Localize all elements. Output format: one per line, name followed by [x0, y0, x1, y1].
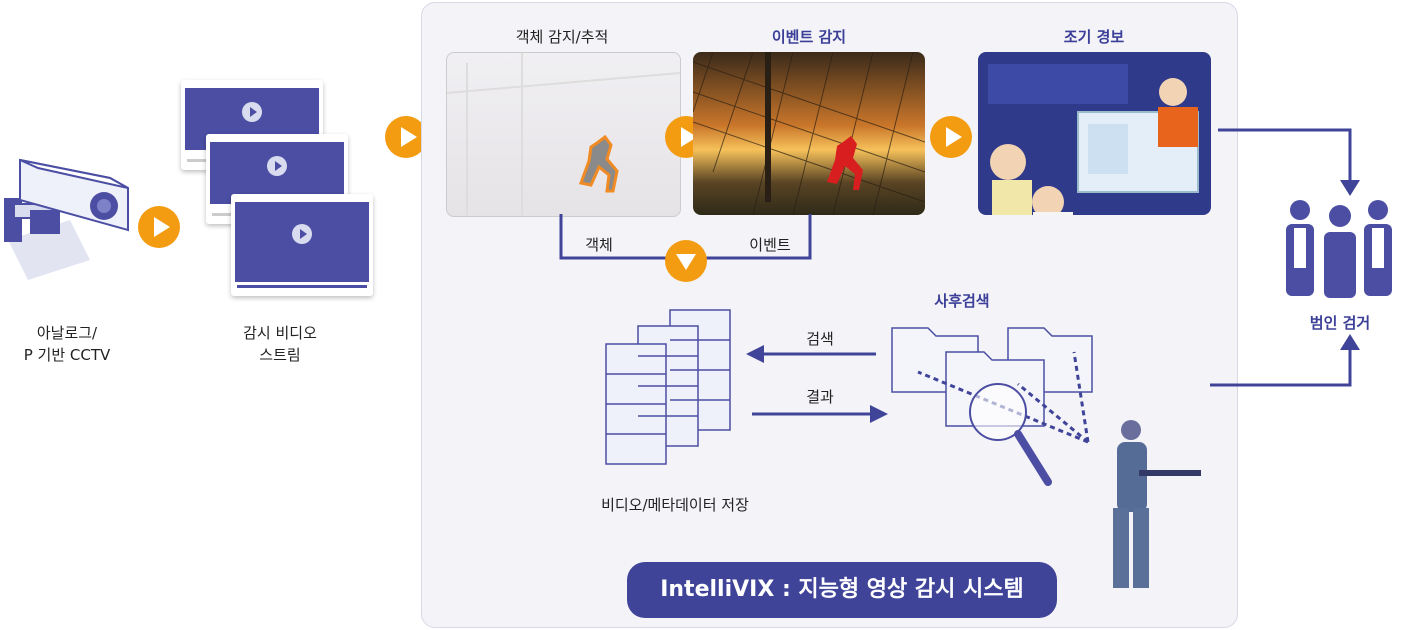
flow-down-arrow-icon: [665, 240, 707, 282]
stage-object-title: 객체 감지/추적: [515, 28, 609, 46]
flow-arrow-icon: [385, 116, 427, 158]
server-storage-icon: [605, 309, 731, 465]
video-window: [231, 194, 373, 296]
flow-event-label: 이벤트: [749, 236, 791, 254]
stage-event-title: 이벤트 감지: [771, 28, 847, 46]
soldier-icon: [1113, 420, 1201, 588]
search-query-label: 검색: [806, 330, 834, 348]
arrest-label: 범인 검거: [1309, 314, 1371, 332]
stage-warning-title: 조기 경보: [1063, 28, 1125, 46]
event-detection-image: [693, 52, 925, 215]
early-warning-image: [978, 52, 1211, 215]
search-result-arrow: [752, 405, 888, 423]
search-result-label: 결과: [806, 388, 834, 406]
flow-arrow-icon: [930, 116, 972, 158]
police-officers-icon: [1286, 200, 1392, 298]
system-title-banner: IntelliVIX : 지능형 영상 감시 시스템: [627, 562, 1057, 618]
arrest-connector: [1210, 128, 1360, 387]
storage-label: 비디오/메타데이터 저장: [601, 496, 749, 514]
folder-search-icon: [891, 327, 1093, 486]
flow-object-label: 객체: [585, 236, 613, 254]
search-query-arrow: [746, 345, 876, 363]
object-detection-image: [446, 52, 681, 217]
flow-arrow-icon: [138, 206, 180, 248]
forensic-search-title: 사후검색: [934, 292, 990, 310]
cctv-camera-icon: [4, 158, 129, 280]
cctv-label: 아날로그/P 기반 CCTV: [23, 324, 111, 364]
